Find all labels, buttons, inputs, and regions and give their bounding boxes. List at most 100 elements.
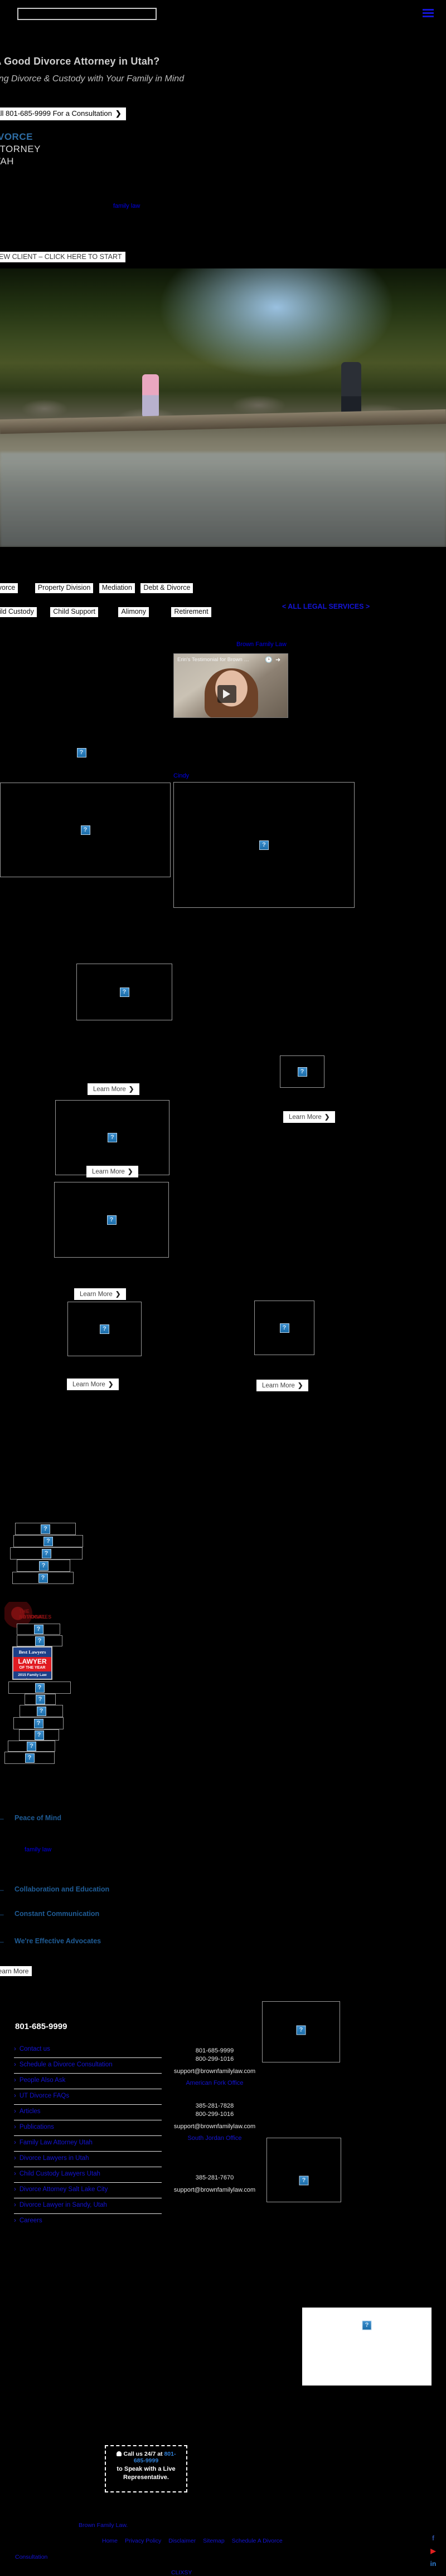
chevron-right-icon: ❯ [128, 1086, 134, 1093]
chevron-right-icon: ❯ [115, 1291, 121, 1298]
footer-link-contact-us[interactable]: ›Contact us [14, 2042, 162, 2058]
chevron-right-icon: ❯ [297, 1382, 303, 1389]
footer-link-family-law-attorney-utah[interactable]: ›Family Law Attorney Utah [14, 2136, 162, 2152]
why-item-advocates: We're Effective Advocates [14, 1937, 101, 1945]
bottom-link-schedule-divorce[interactable]: Schedule A Divorce [231, 2538, 283, 2544]
broken-image-glyph: ? [38, 1573, 48, 1583]
chevron-right-icon: › [14, 2202, 16, 2208]
office-1-link[interactable]: American Fork Office [186, 2080, 244, 2086]
broken-image-glyph: ? [25, 1753, 35, 1763]
map-american-fork[interactable]: ? [262, 2001, 340, 2062]
call-24-7-cta[interactable]: Call us 24/7 at 801- 685-9999 to Speak w… [105, 2445, 187, 2492]
bottom-link-consultation-wrap[interactable]: Consultation [15, 2554, 48, 2560]
broken-image-glyph: ? [27, 1741, 36, 1751]
chevron-right-icon: ❯ [324, 1114, 330, 1121]
learn-more-button-1[interactable]: Learn More❯ [88, 1083, 140, 1095]
broken-image-glyph: ? [106, 1215, 117, 1225]
learn-more-label: Learn More [262, 1382, 295, 1389]
office-2-email[interactable]: support@brownfamilylaw.com [173, 2123, 256, 2130]
why-learn-more-button[interactable]: Learn More [0, 1966, 32, 1976]
footer-link-schedule-consultation[interactable]: ›Schedule a Divorce Consultation [14, 2058, 162, 2074]
service-tabs: Divorce Property Division Mediation Debt… [0, 583, 446, 623]
learn-more-button-2[interactable]: Learn More❯ [283, 1111, 336, 1123]
footer-link-divorce-attorney-slc[interactable]: ›Divorce Attorney Salt Lake City [14, 2183, 162, 2198]
footer-link-divorce-lawyer-sandy[interactable]: ›Divorce Lawyer in Sandy, Utah [14, 2198, 162, 2214]
new-client-button[interactable]: NEW CLIENT – CLICK HERE TO START [0, 252, 126, 262]
share-icon[interactable]: ➜ [275, 657, 281, 663]
hero-image [0, 268, 446, 547]
chevron-right-icon: ❯ [127, 1169, 133, 1175]
learn-more-button-6[interactable]: Learn More❯ [256, 1380, 309, 1391]
hamburger-menu-icon[interactable] [423, 9, 434, 19]
consultation-cta-button[interactable]: Call 801-685-9999 For a Consultation❯ [0, 107, 126, 120]
office-1-phone-2[interactable]: 800-299-1016 [195, 2056, 234, 2062]
why-bullet-2: – [0, 1886, 4, 1894]
tab-alimony[interactable]: Alimony [118, 607, 149, 617]
tab-child-support[interactable]: Child Support [50, 607, 99, 617]
learn-more-label: Learn More [72, 1381, 105, 1388]
footer-link-child-custody-lawyers-utah[interactable]: ›Child Custody Lawyers Utah [14, 2167, 162, 2183]
why-bullet-1: – [0, 1815, 4, 1822]
map-third-office[interactable]: ? [302, 2308, 432, 2386]
page-title: Need A Good Divorce Attorney in Utah? [0, 56, 160, 67]
office-1-phone-1[interactable]: 801-685-9999 [195, 2047, 234, 2054]
office-2-phone-2[interactable]: 800-299-1016 [195, 2111, 234, 2118]
office-3-phone-1[interactable]: 385-281-7670 [195, 2174, 234, 2181]
broken-image-glyph: ? [119, 987, 129, 997]
office-2-link[interactable]: South Jordan Office [187, 2135, 242, 2142]
map-south-jordan[interactable]: ? [266, 2138, 341, 2202]
tab-property-division[interactable]: Property Division [35, 583, 94, 593]
call-cta-phone-part2[interactable]: 685-9999 [133, 2457, 159, 2464]
video-caption-link[interactable]: Cindy [173, 773, 190, 779]
office-3-email[interactable]: support@brownfamilylaw.com [173, 2187, 256, 2193]
footer-link-label: Divorce Lawyers in Utah [19, 2155, 89, 2162]
office-2-phone-1[interactable]: 385-281-7828 [195, 2103, 234, 2109]
content-image-box-4: ? [76, 964, 172, 1020]
content-image-box-6: ? [280, 1055, 324, 1088]
footer-link-publications[interactable]: ›Publications [14, 2120, 162, 2136]
content-image-box-5: ? [55, 1100, 169, 1175]
learn-more-button-4[interactable]: Learn More❯ [74, 1288, 127, 1300]
learn-more-button-5[interactable]: Learn More❯ [67, 1379, 119, 1390]
why-item-communication: Constant Communication [14, 1910, 100, 1918]
bottom-link-sitemap[interactable]: Sitemap [203, 2538, 225, 2544]
learn-more-button-3[interactable]: Learn More❯ [86, 1166, 139, 1177]
broken-image-glyph: ? [108, 1133, 117, 1142]
broken-image-glyph: ? [43, 1536, 53, 1546]
why-family-law-link[interactable]: family law [25, 1846, 52, 1853]
hero-family-law-link[interactable]: family law [113, 203, 140, 209]
bottom-link-disclaimer[interactable]: Disclaimer [168, 2538, 196, 2544]
footer-link-label: UT Divorce FAQs [19, 2093, 70, 2099]
youtube-icon[interactable]: ▶ [430, 2547, 436, 2555]
footer-link-people-also-ask[interactable]: ›People Also Ask [14, 2074, 162, 2089]
footer-link-label: Articles [19, 2108, 41, 2115]
tab-debt-and-divorce[interactable]: Debt & Divorce [140, 583, 193, 593]
bottom-link-privacy-policy[interactable]: Privacy Policy [124, 2538, 162, 2544]
all-legal-services-link[interactable]: < ALL LEGAL SERVICES > [282, 603, 370, 610]
broken-image-glyph: ? [33, 1718, 43, 1728]
tab-divorce[interactable]: Divorce [0, 583, 18, 593]
linkedin-icon[interactable]: in [430, 2560, 437, 2568]
search-input[interactable] [17, 8, 157, 20]
broken-image-glyph: ? [100, 1324, 109, 1334]
footer-link-careers[interactable]: ›Careers [14, 2214, 162, 2229]
office-1-email[interactable]: support@brownfamilylaw.com [173, 2068, 256, 2075]
footer-link-divorce-lawyers-in-utah[interactable]: ›Divorce Lawyers in Utah [14, 2152, 162, 2167]
watch-later-icon[interactable]: 🕑 [265, 657, 273, 663]
video-channel-link[interactable]: Brown Family Law [236, 641, 287, 648]
tab-retirement[interactable]: Retirement [171, 607, 211, 617]
agency-credit-link[interactable]: CLIXSY [171, 2569, 192, 2576]
chevron-right-icon: › [14, 2093, 16, 2099]
tab-child-custody[interactable]: Child Custody [0, 607, 37, 617]
facebook-icon[interactable]: f [432, 2534, 434, 2542]
tab-mediation[interactable]: Mediation [99, 583, 135, 593]
footer-link-ut-divorce-faqs[interactable]: ›UT Divorce FAQs [14, 2089, 162, 2105]
footer-phone-heading[interactable]: 801-685-9999 [15, 2022, 67, 2031]
chevron-right-icon: › [14, 2108, 16, 2115]
broken-image-glyph: ? [297, 1067, 307, 1077]
bottom-link-home[interactable]: Home [102, 2538, 118, 2544]
broken-image-glyph: ? [76, 747, 86, 757]
youtube-video-embed[interactable]: Erin's Testimonial for Brown … 🕑 ➜ [173, 653, 288, 718]
footer-link-articles[interactable]: ›Articles [14, 2105, 162, 2120]
video-title: Erin's Testimonial for Brown … [177, 657, 249, 663]
